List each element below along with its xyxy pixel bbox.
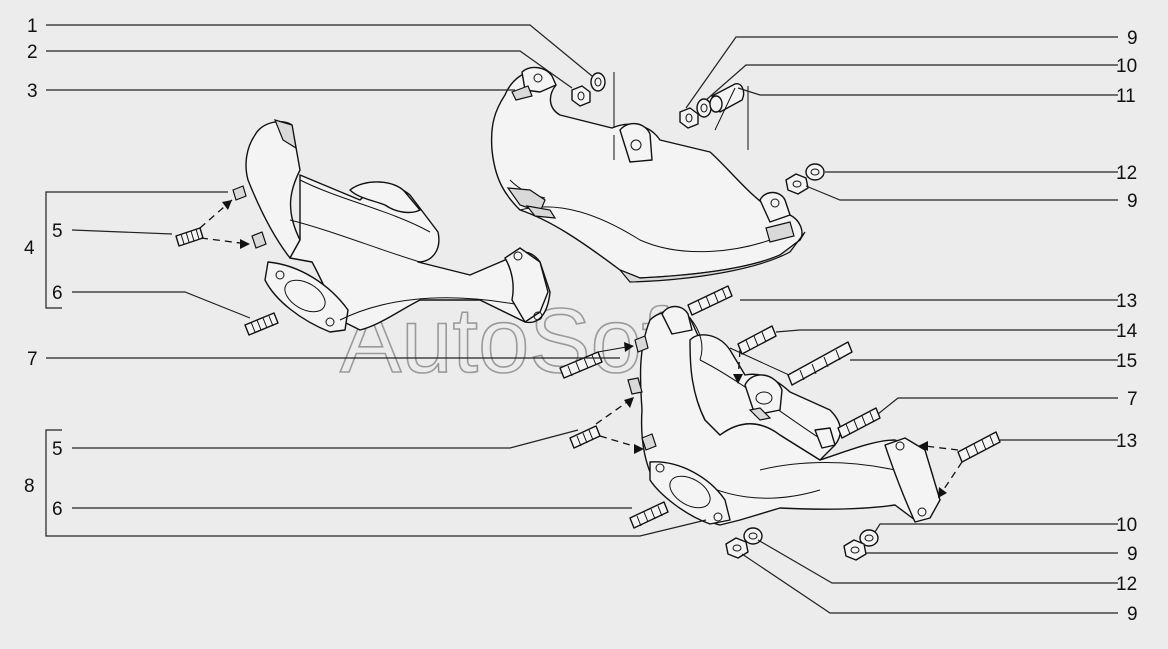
- callout-2: 2: [27, 42, 38, 63]
- manifold-upper-left: [232, 119, 551, 333]
- callout-13-lower: 13: [1116, 431, 1137, 452]
- manifold-lower-right: [627, 305, 941, 526]
- callout-4: 4: [24, 238, 35, 259]
- callout-13-top: 13: [1116, 291, 1137, 312]
- nut-2: [571, 85, 591, 107]
- callout-10-top: 10: [1116, 56, 1137, 77]
- callout-5-lower: 5: [52, 439, 63, 460]
- callout-15: 15: [1116, 351, 1137, 372]
- washer-1: [590, 72, 606, 92]
- guide-lines-spacer: [714, 86, 749, 150]
- washer-10-lower-right: [859, 529, 879, 547]
- callout-6-upper: 6: [52, 283, 63, 304]
- guide-dash-5c: [595, 399, 631, 425]
- nut-9-lower-left: [725, 537, 749, 559]
- callout-7-right: 7: [1127, 389, 1138, 410]
- stud-14: [737, 325, 777, 355]
- guide-dash-5d: [599, 435, 641, 449]
- stud-6-lower: [629, 501, 669, 529]
- arrow-5a: [222, 200, 232, 210]
- callout-12-top: 12: [1116, 163, 1137, 184]
- guide-dash-13b: [941, 461, 963, 493]
- stud-6-upper: [244, 312, 279, 336]
- arrow-5d: [634, 444, 644, 454]
- arrow-13a: [918, 441, 928, 451]
- stud-13-right: [957, 431, 1001, 463]
- stud-7-lower-right: [837, 407, 881, 439]
- guide-dash-13a: [924, 445, 959, 451]
- arrow-14: [733, 374, 743, 384]
- arrow-5b: [240, 239, 250, 249]
- stud-13-top: [687, 285, 733, 316]
- stud-5-lower: [569, 425, 601, 449]
- callout-9-bottom: 9: [1127, 604, 1138, 625]
- nut-9-lower-right: [843, 539, 867, 561]
- nut-9-upper: [679, 107, 699, 129]
- callout-8: 8: [24, 476, 35, 497]
- callout-1: 1: [27, 16, 38, 37]
- arrow-13b: [938, 487, 947, 498]
- arrow-7: [624, 342, 634, 352]
- callout-10-lower: 10: [1116, 515, 1137, 536]
- callout-9-top: 9: [1127, 28, 1138, 49]
- callout-11: 11: [1116, 86, 1136, 107]
- bracket-group-4: [45, 191, 62, 309]
- callout-9-third: 9: [1127, 544, 1138, 565]
- callout-9-second: 9: [1127, 191, 1138, 212]
- nut-9-mid: [785, 173, 809, 195]
- callout-6-lower: 6: [52, 499, 63, 520]
- washer-12-upper: [805, 163, 825, 181]
- washer-10-upper: [696, 98, 712, 118]
- callout-3: 3: [27, 81, 38, 102]
- arrow-5c: [624, 397, 634, 408]
- callout-14: 14: [1116, 321, 1138, 342]
- stud-15: [787, 341, 853, 386]
- washer-10-lower-left: [743, 527, 763, 545]
- callout-12-lower: 12: [1116, 574, 1137, 595]
- callout-5-upper: 5: [52, 221, 63, 242]
- leader-lines: [46, 24, 1118, 614]
- bracket-group-8: [45, 429, 62, 537]
- stud-5-upper: [175, 227, 204, 247]
- heat-shield: [490, 66, 806, 283]
- callout-7-left: 7: [27, 349, 38, 370]
